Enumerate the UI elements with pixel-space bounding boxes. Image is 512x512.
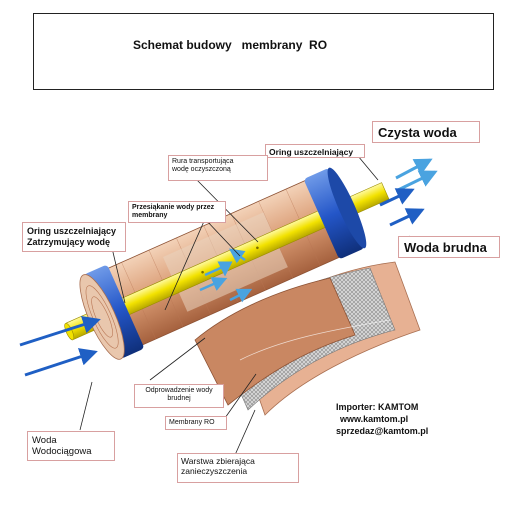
feed-arrow-top: [19, 316, 101, 347]
label-transport-tube: Rura transportująca wodę oczyszczoną: [168, 155, 268, 181]
flow-arrows: [19, 158, 438, 377]
unrolled-layers: [194, 261, 421, 416]
title-box: [33, 13, 494, 90]
label-permeation: Przesiąkanie wody przez membrany: [128, 201, 226, 223]
label-ro-membranes: Membrany RO: [165, 416, 227, 430]
importer-email: sprzedaz@kamtom.pl: [336, 426, 429, 437]
importer-website: www.kamtom.pl: [340, 414, 409, 425]
importer-name: Importer: KAMTOM: [336, 402, 419, 412]
label-oring-left: Oring uszczelniający Zatrzymujący wodę: [22, 222, 126, 252]
label-clean-water: Czysta woda: [372, 121, 480, 143]
diagram-title: Schemat budowy membrany RO: [133, 38, 328, 52]
label-oring-top: Oring uszczelniający: [265, 144, 365, 158]
label-tap-water: Woda Wodociągowa: [27, 431, 115, 461]
clean-water-arrow: [395, 158, 433, 180]
dirty-water-arrow: [379, 188, 415, 207]
importer-info: Importer: KAMTOM www.kamtom.pl sprzedaz@…: [336, 401, 428, 437]
label-dirty-drain: Odprowadzenie wody brudnej: [134, 384, 224, 408]
label-dirty-water: Woda brudna: [398, 236, 500, 258]
label-collecting-layer: Warstwa zbierająca zanieczyszczenia: [177, 453, 299, 483]
leader-lines: [79, 155, 411, 456]
feed-arrow-bottom: [24, 348, 98, 377]
